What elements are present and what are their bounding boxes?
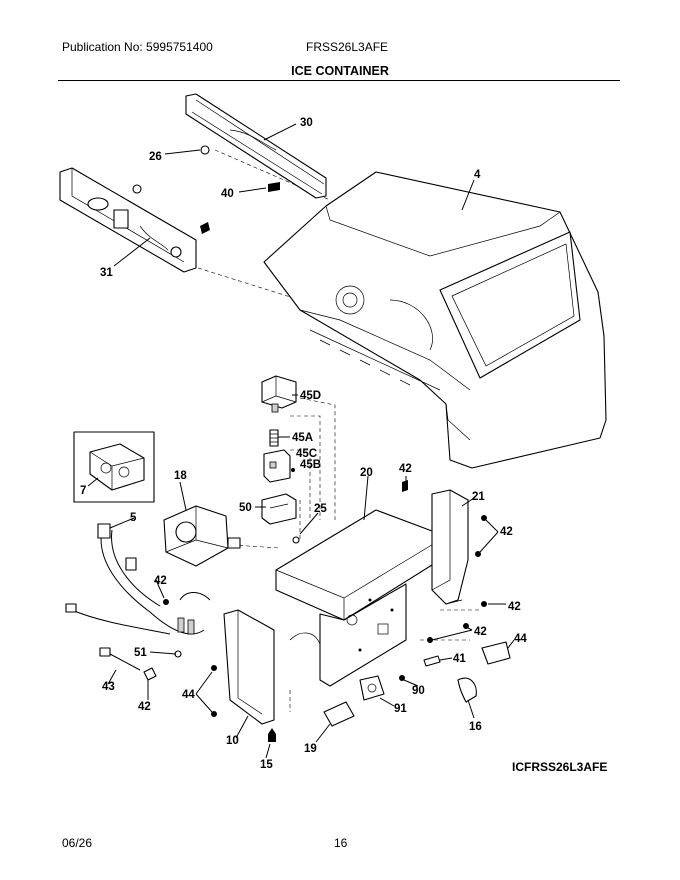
callout-5: 5 (130, 512, 137, 524)
callout-42: 44 (182, 689, 195, 701)
callout-42: 42 (399, 463, 412, 475)
fasteners-26-40 (132, 145, 280, 234)
callout-21: 21 (472, 491, 485, 503)
part-5-wire-harness (65, 523, 211, 635)
callout-50: 50 (239, 502, 252, 514)
part-4-ice-bin (263, 171, 607, 469)
callout-4: 4 (474, 169, 481, 181)
callout-30: 30 (300, 117, 313, 129)
part-31-front-panel (59, 167, 197, 273)
model-number: FRSS26L3AFE (306, 40, 389, 54)
callout-44: 90 (412, 685, 425, 697)
part-30-cover (185, 93, 327, 199)
callout-42: 42 (154, 575, 167, 587)
callout-40: 40 (221, 188, 234, 200)
page-number: 16 (334, 836, 348, 850)
callout-19: 10 (226, 735, 239, 747)
callout-44: 42 (474, 626, 487, 638)
parts-90-91-41 (99, 647, 182, 681)
callout-42: 15 (260, 759, 273, 771)
callout-42: 42 (500, 526, 513, 538)
callout-51: 44 (514, 633, 527, 645)
callout-45D: 45D (300, 390, 321, 402)
callout-25: 25 (314, 503, 327, 515)
callout-26: 26 (149, 151, 162, 163)
callout-41: 51 (134, 647, 147, 659)
part-20-bracket (275, 509, 441, 687)
callout-43: 41 (453, 653, 466, 665)
part-19-lower-bracket (223, 609, 275, 725)
callout-45B: 45B (300, 459, 321, 471)
part-7-inset (73, 431, 155, 503)
callout-45C: 45C (296, 448, 317, 460)
figure-code: ICFRSS26L3AFE (512, 760, 608, 774)
section-title: ICE CONTAINER (291, 64, 389, 78)
part-45-solenoid-group (261, 375, 297, 483)
callout-16: 91 (394, 703, 407, 715)
callout-15: 19 (304, 743, 317, 755)
leader-lines (87, 123, 515, 759)
header-rule (58, 80, 620, 81)
callout-31: 31 (100, 267, 113, 279)
footer-date: 06/26 (62, 836, 93, 850)
callout-42: 42 (508, 601, 521, 613)
callout-7: 7 (80, 485, 86, 497)
callout-18: 18 (174, 470, 187, 482)
fasteners-42-43-44 (163, 480, 487, 742)
callout-45A: 45A (292, 432, 313, 444)
part-50-25 (261, 493, 300, 544)
callout-20: 20 (360, 467, 373, 479)
part-21-side-bracket (431, 489, 469, 605)
callout-91: 42 (138, 701, 151, 713)
callout-labels: 30 26 40 4 31 45D 45A 45C 45B 7 18 20 42… (80, 117, 527, 771)
callout-10: 16 (469, 721, 482, 733)
publication-number: Publication No: 5995751400 (62, 40, 213, 54)
callout-90: 43 (102, 681, 115, 693)
parts-51-16-15-10 (323, 641, 511, 727)
part-18-motor (163, 505, 241, 567)
